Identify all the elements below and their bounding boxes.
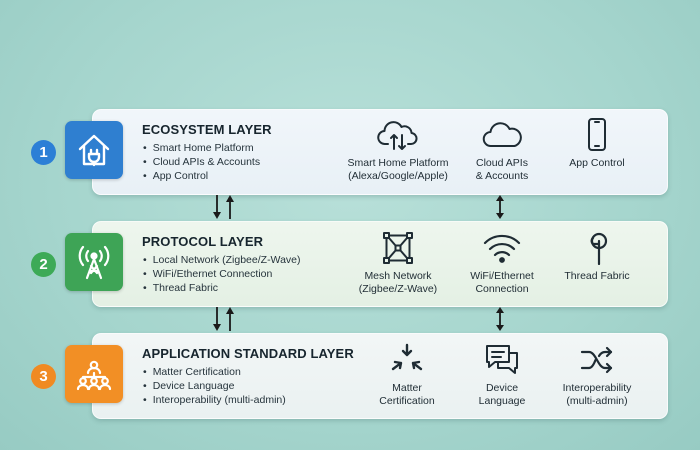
ecosystem-bullet-list: Smart Home Platform Cloud APIs & Account… — [143, 141, 260, 183]
bullet-item: Cloud APIs & Accounts — [143, 155, 260, 169]
item-label: App Control — [569, 157, 625, 169]
bullet-item: Interoperability (multi-admin) — [143, 393, 286, 407]
cloud-sync-icon — [377, 121, 418, 150]
smartphone-icon — [588, 118, 606, 151]
bullet-item: Local Network (Zigbee/Z-Wave) — [143, 253, 301, 267]
bullet-item: Smart Home Platform — [143, 141, 260, 155]
connector-arrows-2-3 — [213, 307, 234, 331]
item-wifi-ethernet: WiFi/Ethernet Connection — [437, 231, 567, 296]
item-label: Smart Home Platform (Alexa/Google/Apple) — [347, 157, 449, 182]
matter-logo-icon — [391, 343, 423, 371]
item-label: Thread Fabric — [564, 270, 630, 282]
bullet-item: Device Language — [143, 379, 286, 393]
item-label: WiFi/Ethernet Connection — [470, 270, 534, 295]
thread-icon — [590, 232, 608, 265]
item-label: Matter Certification — [379, 382, 435, 407]
bullet-item: Matter Certification — [143, 365, 286, 379]
cloud-icon — [482, 122, 522, 148]
bullet-item: App Control — [143, 169, 260, 183]
item-label: Mesh Network (Zigbee/Z-Wave) — [358, 270, 438, 295]
protocol-layer-title: PROTOCOL LAYER — [142, 234, 264, 249]
smart-home-plug-icon — [65, 121, 123, 179]
connector-bidirectional-1-2 — [496, 195, 504, 219]
protocol-bullet-list: Local Network (Zigbee/Z-Wave) WiFi/Ether… — [143, 253, 301, 295]
item-matter-certification: Matter Certification — [342, 343, 472, 408]
radio-tower-icon — [65, 233, 123, 291]
layer-number-1: 1 — [31, 140, 56, 165]
device-hierarchy-icon — [65, 345, 123, 403]
item-thread-fabric: Thread Fabric — [532, 231, 662, 283]
item-interoperability: Interoperability (multi-admin) — [532, 343, 662, 408]
item-mesh-network: Mesh Network (Zigbee/Z-Wave) — [333, 231, 463, 296]
item-device-language: Device Language — [437, 343, 567, 408]
connector-bidirectional-2-3 — [496, 307, 504, 331]
item-label: Interoperability (multi-admin) — [562, 382, 632, 407]
bullet-item: Thread Fabric — [143, 281, 301, 295]
mesh-network-icon — [383, 232, 413, 264]
item-cloud-apis: Cloud APIs & Accounts — [437, 118, 567, 183]
connector-arrows-1-2 — [213, 195, 234, 219]
item-label: Cloud APIs & Accounts — [475, 157, 529, 182]
item-smart-home-platform: Smart Home Platform (Alexa/Google/Apple) — [333, 118, 463, 183]
layer-number-2: 2 — [31, 252, 56, 277]
chat-bubbles-icon — [486, 345, 518, 374]
item-app-control: App Control — [532, 118, 662, 170]
bullet-item: WiFi/Ethernet Connection — [143, 267, 301, 281]
item-label: Device Language — [478, 382, 526, 407]
application-standard-layer-title: APPLICATION STANDARD LAYER — [142, 346, 354, 361]
layer-number-3: 3 — [31, 364, 56, 389]
shuffle-arrows-icon — [580, 346, 613, 374]
application-bullet-list: Matter Certification Device Language Int… — [143, 365, 286, 407]
wifi-icon — [483, 234, 521, 263]
ecosystem-layer-title: ECOSYSTEM LAYER — [142, 122, 272, 137]
